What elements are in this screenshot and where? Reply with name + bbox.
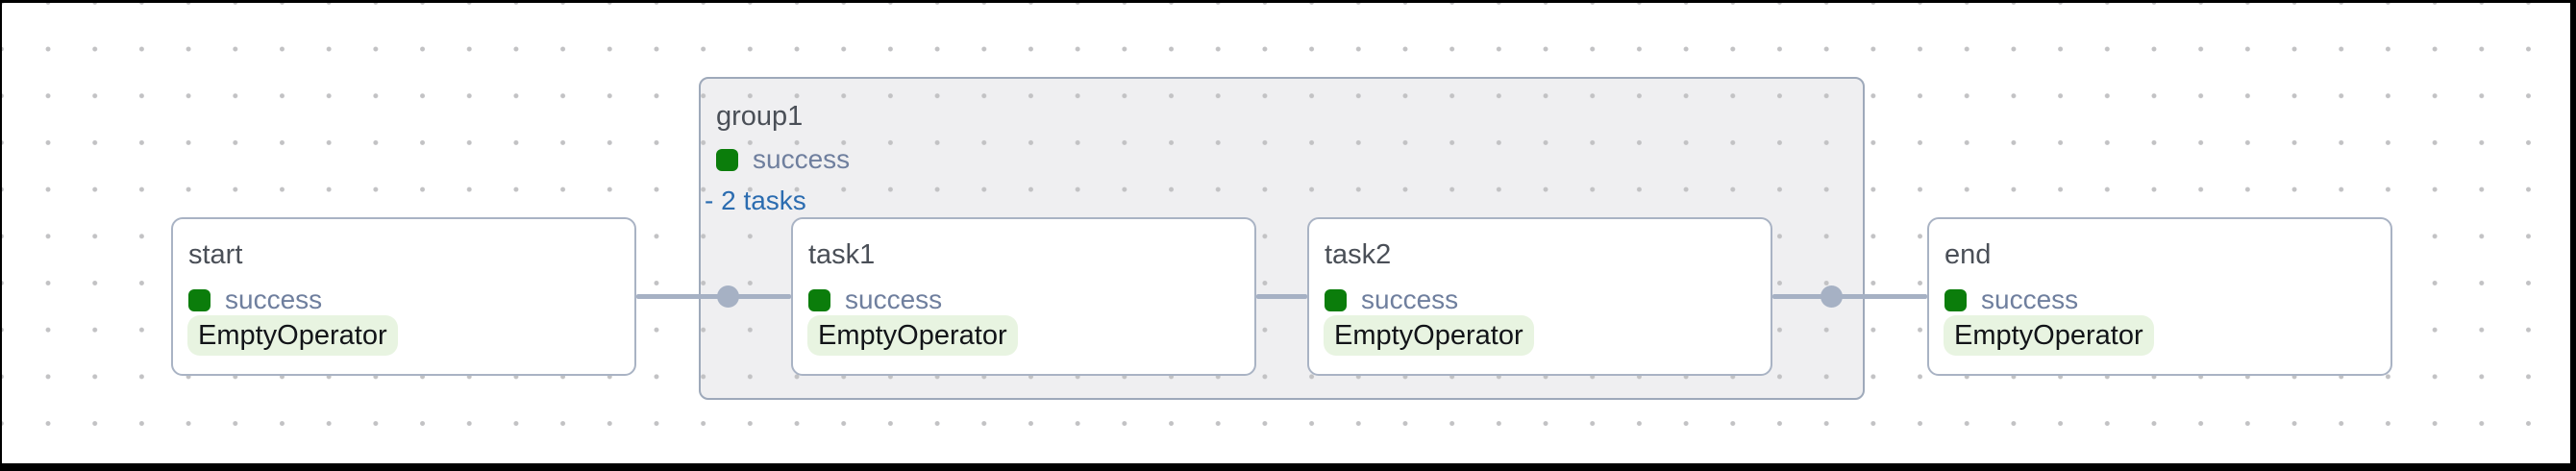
group-collapse-toggle[interactable]: - 2 tasks — [705, 186, 806, 215]
status-label: success — [1981, 285, 2079, 314]
group-output-port — [1821, 285, 1843, 308]
task-node-task2[interactable]: task2 success EmptyOperator — [1307, 217, 1772, 376]
success-status-icon — [188, 288, 211, 311]
task-status-row: success — [1325, 285, 1458, 314]
operator-name: EmptyOperator — [818, 319, 1007, 351]
edge-start-to-group1 — [636, 294, 791, 299]
task-node-task1[interactable]: task1 success EmptyOperator — [791, 217, 1256, 376]
success-status-icon — [1944, 288, 1967, 311]
operator-name: EmptyOperator — [198, 319, 387, 351]
operator-badge: EmptyOperator — [187, 315, 398, 356]
success-status-icon — [1325, 288, 1347, 311]
status-label: success — [753, 144, 851, 174]
success-status-icon — [808, 288, 830, 311]
task-status-row: success — [1944, 285, 2078, 314]
operator-name: EmptyOperator — [1954, 319, 2143, 351]
operator-name: EmptyOperator — [1334, 319, 1523, 351]
status-label: success — [225, 285, 323, 314]
group-title: group1 — [716, 101, 804, 132]
group-input-port — [717, 285, 739, 308]
status-label: success — [845, 285, 943, 314]
task-status-row: success — [188, 285, 322, 314]
graph-canvas[interactable]: group1 success - 2 tasks start success E… — [2, 3, 2570, 463]
edge-group1-to-end — [1772, 294, 1927, 299]
task-title: start — [188, 239, 243, 270]
task-group-group1-box[interactable]: group1 success - 2 tasks — [699, 77, 1865, 400]
edge-task1-to-task2 — [1256, 294, 1307, 299]
operator-badge: EmptyOperator — [1324, 315, 1534, 356]
task-status-row: success — [808, 285, 942, 314]
success-status-icon — [716, 148, 738, 171]
status-label: success — [1361, 285, 1459, 314]
operator-badge: EmptyOperator — [1944, 315, 2154, 356]
task-node-end[interactable]: end success EmptyOperator — [1927, 217, 2392, 376]
task-title: end — [1944, 239, 1992, 270]
task-title: task1 — [808, 239, 876, 270]
task-title: task2 — [1325, 239, 1392, 270]
group-status-row: success — [716, 145, 850, 174]
operator-badge: EmptyOperator — [807, 315, 1018, 356]
task-node-start[interactable]: start success EmptyOperator — [171, 217, 636, 376]
